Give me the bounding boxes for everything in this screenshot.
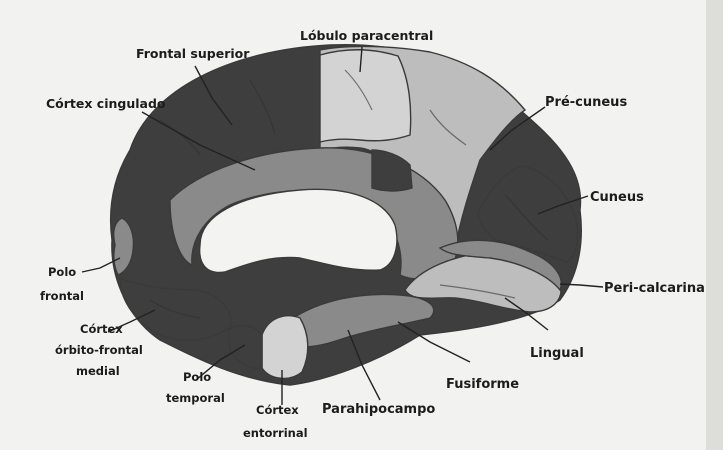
label-polo-temporal-line1: Polo <box>183 370 211 384</box>
label-lingual: Lingual <box>530 346 584 361</box>
region-cortex-entorrinal <box>262 316 308 379</box>
label-peri-calcarina: Peri-calcarina <box>604 281 705 296</box>
label-frontal-superior: Frontal superior <box>136 46 250 61</box>
label-polo-frontal-line1: Polo <box>48 265 76 279</box>
label-lobulo-paracentral: Lóbulo paracentral <box>300 28 433 43</box>
label-polo-temporal-line2: temporal <box>166 391 225 405</box>
label-parahipocampo: Parahipocampo <box>322 402 435 417</box>
label-orbito-frontal-line3: medial <box>76 364 120 378</box>
label-fusiforme: Fusiforme <box>446 377 519 392</box>
label-cortex-entorrinal-line2: entorrinal <box>243 426 308 440</box>
label-cortex-cingulado: Córtex cingulado <box>46 96 166 111</box>
label-cuneus: Cuneus <box>590 190 644 205</box>
label-orbito-frontal-line1: Córtex <box>80 322 123 336</box>
label-polo-frontal-line2: frontal <box>40 289 84 303</box>
label-pre-cuneus: Pré-cuneus <box>545 95 627 110</box>
label-cortex-entorrinal-line1: Córtex <box>256 403 299 417</box>
page-edge-shadow <box>706 0 723 450</box>
label-orbito-frontal-line2: órbito-frontal <box>55 343 143 357</box>
